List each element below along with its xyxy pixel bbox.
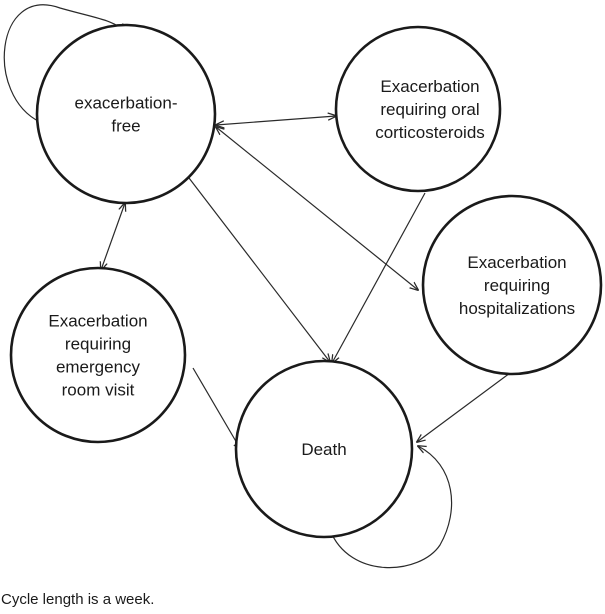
edge-free-self-loop	[3, 4, 125, 123]
node-label-line: exacerbation-	[74, 94, 177, 113]
edge-oral-death	[332, 192, 426, 363]
edge-free-er	[101, 203, 125, 270]
node-death: Death	[234, 359, 414, 539]
node-label-line: requiring	[65, 335, 131, 354]
node-label: Exacerbation requiring oral corticosteroid…	[375, 77, 485, 142]
node-label: Death	[301, 440, 346, 459]
node-label-line: room visit	[62, 381, 135, 400]
node-hospitalizations: Exacerbation requiring hospitalizations	[421, 194, 603, 376]
node-label-line: hospitalizations	[459, 299, 575, 318]
edge-hosp-death	[417, 372, 511, 442]
node-exacerbation-free: exacerbation-free	[35, 23, 217, 205]
node-label-line: Exacerbation	[467, 253, 566, 272]
node-label: exacerbation-free	[74, 94, 177, 136]
node-label-line: requiring	[484, 276, 550, 295]
edges	[3, 4, 511, 569]
node-label-line: emergency	[56, 358, 141, 377]
node-label: Exacerbation requiring emergency room visit	[48, 312, 147, 400]
node-label-line: Exacerbation	[380, 77, 479, 96]
edge-death-self-loop	[329, 446, 453, 569]
edge-er-death	[192, 367, 241, 450]
node-oral-corticosteroids: Exacerbation requiring oral corticosteroid…	[334, 25, 502, 193]
node-emergency-room: Exacerbation requiring emergency room visit	[9, 266, 187, 444]
edge-free-oral	[216, 116, 336, 125]
node-label-line: Death	[301, 440, 346, 459]
node-label-line: free	[111, 117, 140, 136]
edge-free-hosp	[216, 127, 418, 290]
edge-free-death	[188, 177, 330, 362]
caption: Cycle length is a week.	[1, 591, 155, 608]
node-label-line: requiring oral	[380, 100, 479, 119]
node-label-line: corticosteroids	[375, 123, 485, 142]
node-label-line: Exacerbation	[48, 312, 147, 331]
node-label: Exacerbation requiring hospitalizations	[459, 253, 575, 318]
